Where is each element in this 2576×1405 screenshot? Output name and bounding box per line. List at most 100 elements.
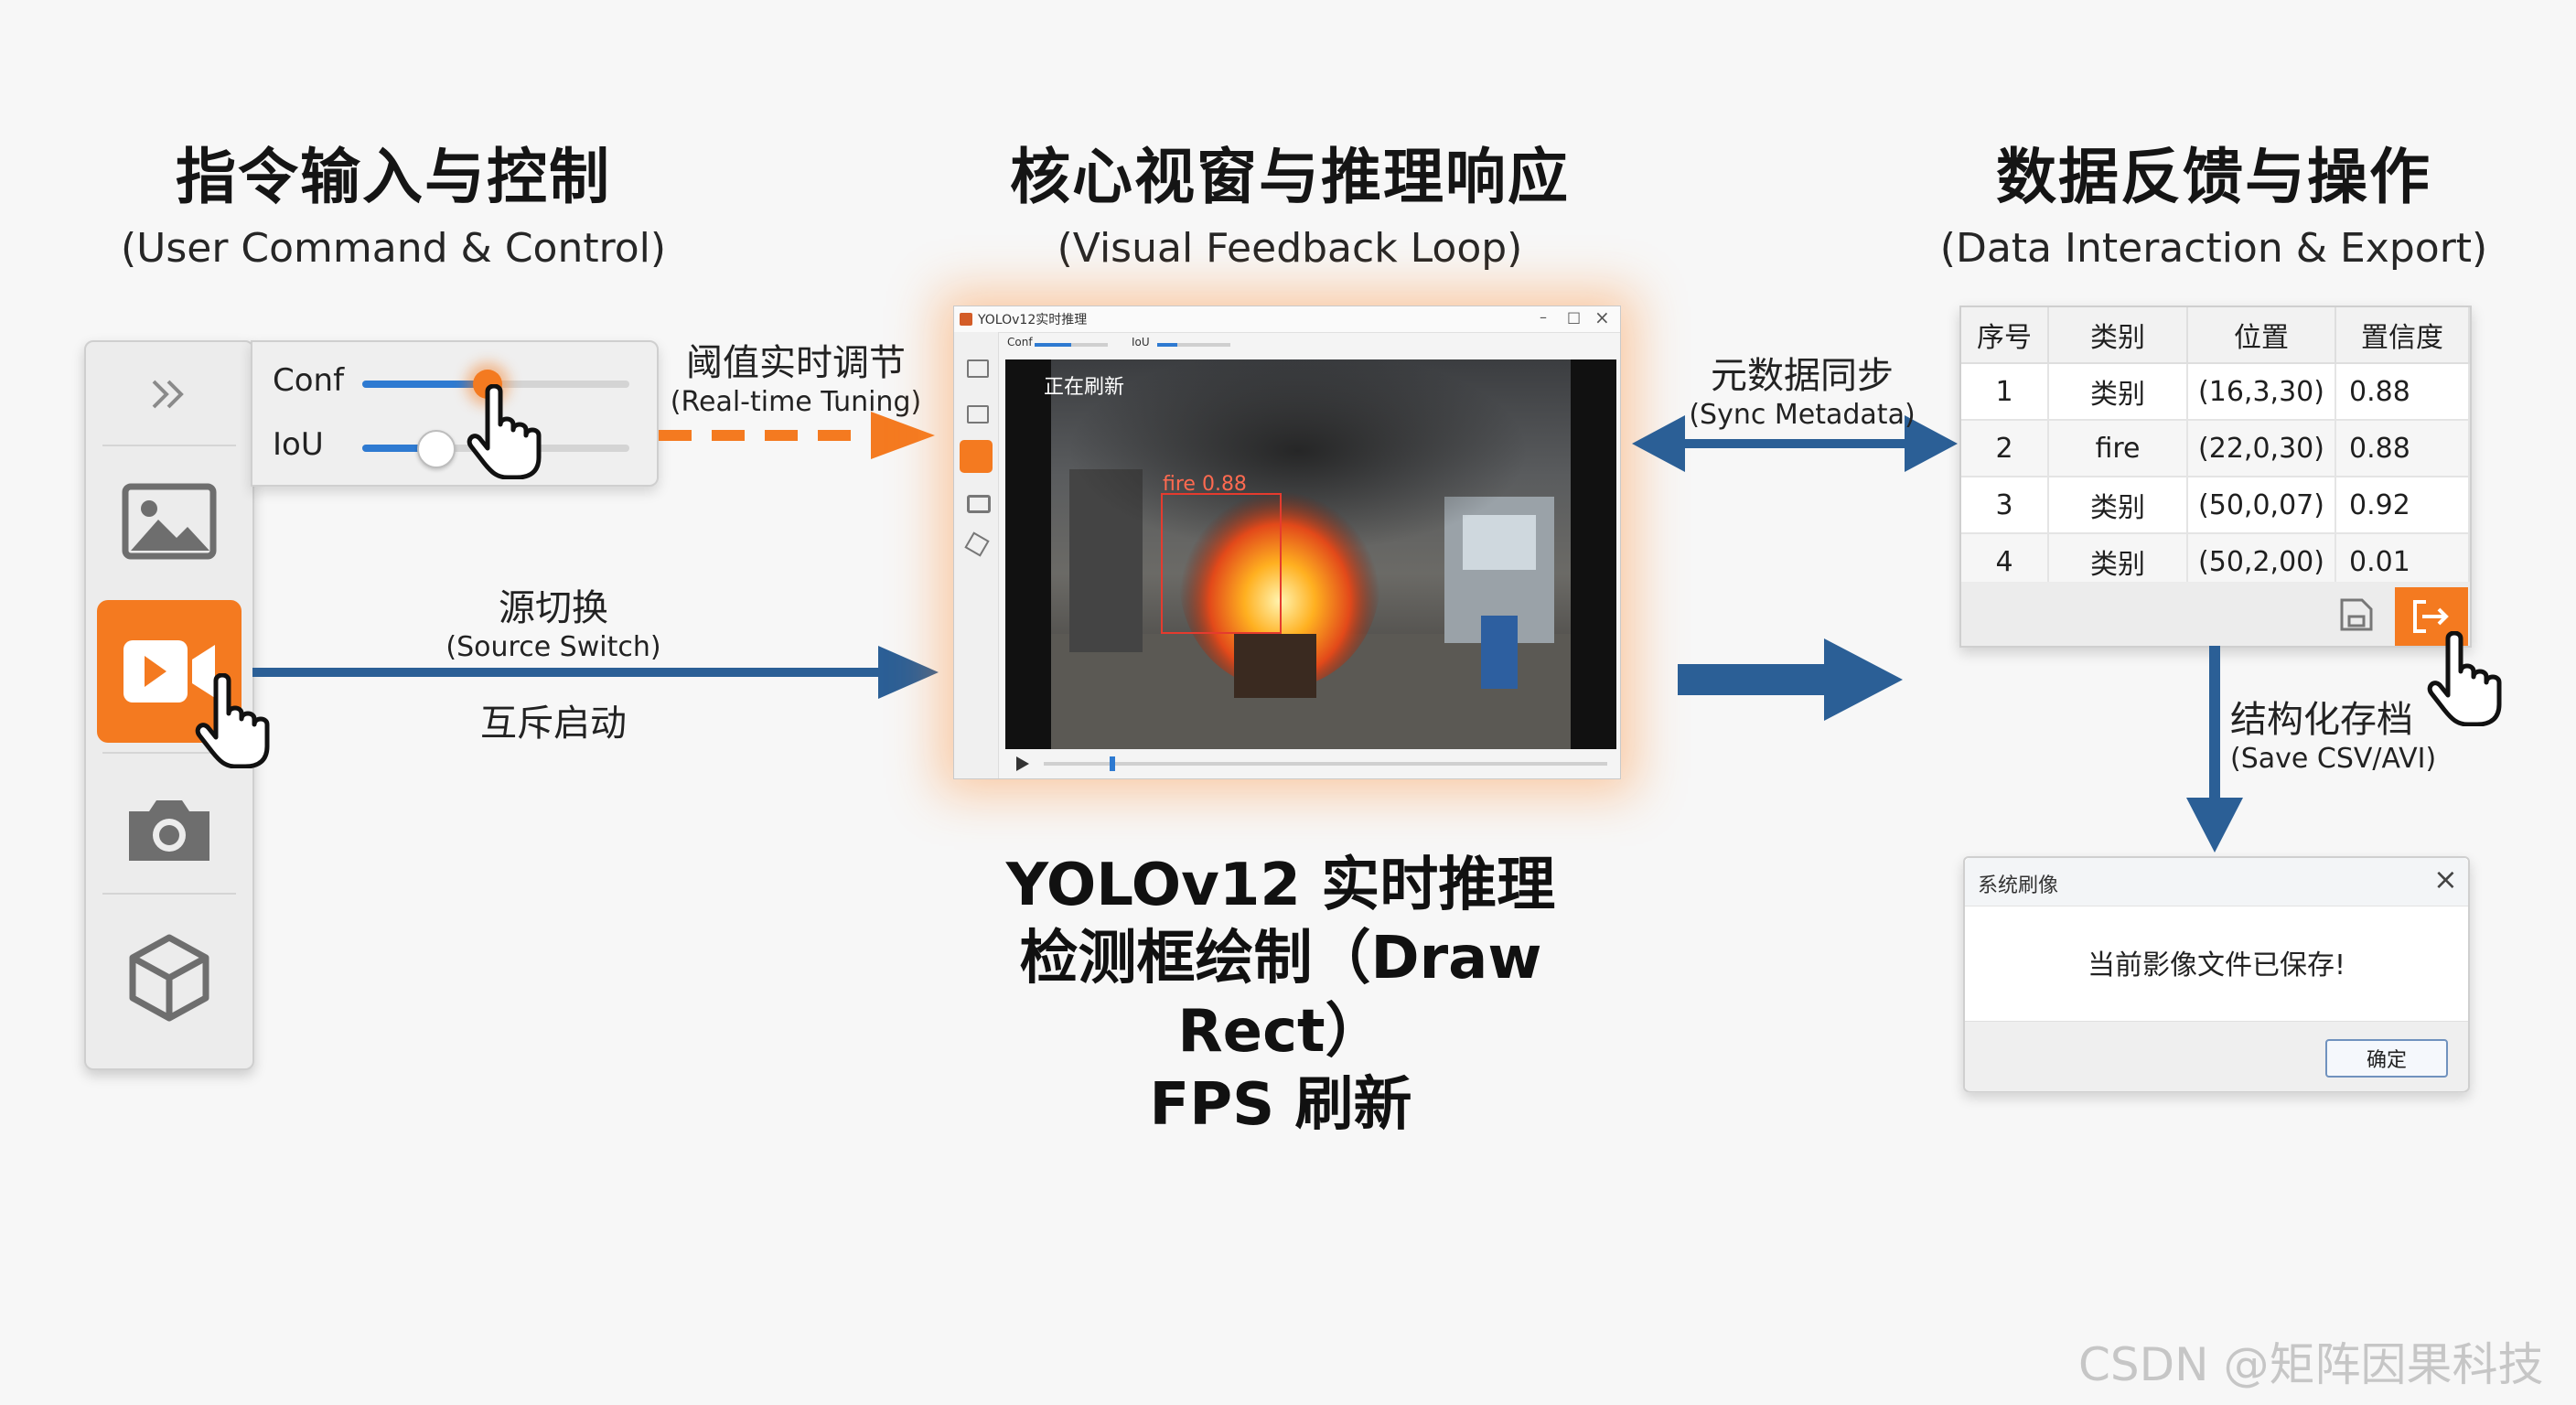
expand-toggle[interactable] [86, 353, 252, 435]
results-table: 序号 类别 位置 置信度 1 类别 (16,3,30) 0.88 2 fire … [1961, 307, 2470, 591]
dialog-message: 当前影像文件已保存! [2087, 949, 2346, 981]
cell-class: 类别 [2048, 533, 2188, 591]
detection-box [1161, 493, 1282, 634]
cell-position: (16,3,30) [2187, 363, 2336, 421]
cell-index: 2 [1961, 420, 2049, 477]
source-switch-label: 源切换 (Source Switch) [402, 578, 704, 663]
heading-data-en: (Data Interaction & Export) [1939, 225, 2488, 272]
video-camera-icon[interactable] [960, 440, 993, 473]
heading-data: 数据反馈与操作 (Data Interaction & Export) [1930, 128, 2497, 272]
cell-position: (22,0,30) [2187, 420, 2336, 477]
threshold-label: 阈值实时调节 (Real-time Tuning) [668, 333, 924, 418]
caption-line-3: FPS 刷新 [1149, 1071, 1412, 1139]
video-progress-thumb[interactable] [1110, 756, 1115, 771]
flow-arrow [1678, 638, 1903, 721]
iou-label: IoU [273, 426, 324, 463]
status-text: 正在刷新 [1044, 376, 1125, 399]
hand-cursor-icon [195, 673, 270, 768]
sync-label-en: (Sync Metadata) [1689, 399, 1916, 431]
pipeline-caption: YOLOv12 实时推理 检测框绘制（Draw Rect） FPS 刷新 [924, 849, 1637, 1142]
caption-line-2: 检测框绘制（Draw Rect） [1019, 925, 1542, 1066]
hand-cursor-icon [467, 384, 542, 479]
cell-position: (50,0,07) [2187, 477, 2336, 534]
conf-label: Conf [273, 362, 345, 399]
detection-label: fire 0.88 [1163, 473, 1247, 496]
source-switch-label-en: (Source Switch) [445, 631, 661, 663]
camera-source-button[interactable] [86, 761, 252, 898]
save-dialog: 系统刷像 × 当前影像文件已保存! 确定 [1963, 856, 2470, 1092]
minimize-button[interactable]: – [1540, 308, 1547, 326]
camera-icon[interactable] [967, 495, 991, 513]
col-header-confidence[interactable]: 置信度 [2335, 307, 2470, 364]
cell-confidence: 0.01 [2335, 533, 2470, 591]
play-button[interactable] [1016, 756, 1029, 771]
toolbar-divider [102, 752, 236, 754]
heading-view-en: (Visual Feedback Loop) [1057, 225, 1523, 272]
watermark: CSDN @矩阵因果科技 [2078, 1338, 2544, 1391]
window-sidebar [954, 332, 999, 778]
mutex-start-label: 互斥启动 [480, 702, 627, 745]
toolbar-divider [102, 893, 236, 895]
cube-icon[interactable] [964, 531, 990, 557]
image-source-button[interactable] [86, 454, 252, 589]
threshold-label-en: (Real-time Tuning) [670, 386, 922, 418]
heading-view-zh: 核心视窗与推理响应 [1010, 142, 1570, 212]
conf-fill [362, 381, 488, 388]
save-label: 结构化存档 (Save CSV/AVI) [2230, 690, 2496, 775]
table-row[interactable]: 2 fire (22,0,30) 0.88 [1961, 420, 2470, 477]
image-icon [122, 483, 217, 560]
col-header-index[interactable]: 序号 [1961, 307, 2049, 364]
table-footer [1961, 582, 2470, 646]
inference-window: YOLOv12实时推理 – □ × Conf IoU [953, 306, 1621, 779]
hand-cursor-icon [2427, 631, 2502, 726]
col-header-class[interactable]: 类别 [2048, 307, 2188, 364]
cube-icon [129, 934, 209, 1022]
file-save-icon [2340, 598, 2373, 631]
close-button[interactable]: × [1594, 306, 1610, 328]
col-header-position[interactable]: 位置 [2187, 307, 2336, 364]
video-frame: 正在刷新 fire 0.88 [1005, 359, 1616, 749]
model-button[interactable] [86, 902, 252, 1054]
heading-input-en: (User Command & Control) [120, 225, 667, 272]
iou-slider-thumb[interactable] [416, 430, 456, 468]
dialog-ok-button[interactable]: 确定 [2325, 1039, 2448, 1078]
caption-line-1: YOLOv12 实时推理 [1005, 852, 1556, 919]
cell-index: 4 [1961, 533, 2049, 591]
cell-confidence: 0.88 [2335, 420, 2470, 477]
dialog-titlebar[interactable]: 系统刷像 × [1965, 858, 2468, 906]
sync-double-arrow [1632, 415, 1958, 472]
cell-index: 3 [1961, 477, 2049, 534]
image-icon[interactable] [967, 359, 989, 378]
image-icon[interactable] [967, 405, 989, 424]
threshold-panel: Conf IoU [251, 340, 659, 487]
heading-input-zh: 指令输入与控制 [176, 142, 611, 212]
dialog-title: 系统刷像 [1978, 874, 2059, 897]
results-table-card: 序号 类别 位置 置信度 1 类别 (16,3,30) 0.88 2 fire … [1959, 306, 2472, 648]
save-file-button[interactable] [2336, 595, 2377, 635]
cell-index: 1 [1961, 363, 2049, 421]
export-icon [2413, 600, 2449, 633]
mini-conf-slider[interactable] [1035, 343, 1108, 347]
table-row[interactable]: 1 类别 (16,3,30) 0.88 [1961, 363, 2470, 421]
source-switch-arrow [252, 646, 939, 699]
video-progress-bar[interactable] [1044, 762, 1607, 766]
heading-input: 指令输入与控制 (User Command & Control) [82, 128, 704, 272]
factory-scene [1005, 359, 1616, 749]
heading-data-zh: 数据反馈与操作 [1996, 142, 2431, 212]
cell-class: 类别 [2048, 363, 2188, 421]
cell-confidence: 0.92 [2335, 477, 2470, 534]
threshold-arrow [659, 412, 935, 459]
mini-iou-label: IoU [1132, 336, 1150, 349]
maximize-button[interactable]: □ [1567, 308, 1582, 326]
mini-conf-label: Conf [1007, 336, 1033, 349]
mini-iou-slider[interactable] [1157, 343, 1230, 347]
cell-class: 类别 [2048, 477, 2188, 534]
dialog-close-button[interactable]: × [2433, 862, 2458, 896]
window-titlebar[interactable]: YOLOv12实时推理 – □ × [954, 306, 1620, 333]
threshold-label-zh: 阈值实时调节 [686, 342, 906, 384]
camera-icon [129, 800, 209, 861]
cell-class: fire [2048, 420, 2188, 477]
window-title: YOLOv12实时推理 [978, 313, 1088, 327]
table-row[interactable]: 4 类别 (50,2,00) 0.01 [1961, 533, 2470, 591]
table-row[interactable]: 3 类别 (50,0,07) 0.92 [1961, 477, 2470, 534]
